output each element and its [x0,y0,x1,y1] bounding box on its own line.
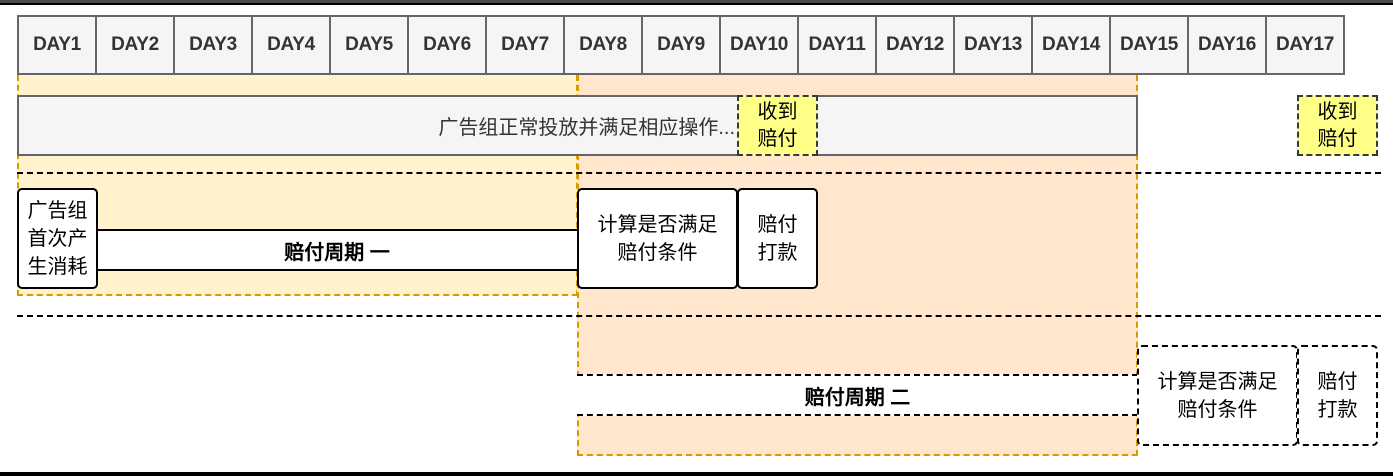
day-header-row: DAY1 DAY2 DAY3 DAY4 DAY5 DAY6 DAY7 DAY8 … [17,15,1377,75]
box-line: 计算是否满足 [597,213,718,236]
day-header-cell: DAY11 [797,15,877,75]
day-header-cell: DAY9 [641,15,721,75]
box-line: 赔付条件 [617,241,698,264]
window-top-bar [0,0,1393,3]
payment-received-note: 收到 赔付 [737,95,818,156]
cycle-two-bar: 赔付周期 二 [577,374,1138,416]
note-line: 赔付 [1317,127,1358,150]
box-line: 赔付 [1317,370,1358,393]
day-header-cell: DAY8 [563,15,643,75]
day-header-cell: DAY15 [1109,15,1189,75]
box-line: 首次产 [27,227,88,250]
first-spend-box: 广告组 首次产 生消耗 [17,188,98,289]
day-header-cell: DAY6 [407,15,487,75]
day-header-cell: DAY10 [719,15,799,75]
day-header-cell: DAY17 [1265,15,1345,75]
day-header-cell: DAY1 [17,15,97,75]
cycle-one-bar: 赔付周期 一 [96,229,578,271]
cycle-two-calc-box: 计算是否满足 赔付条件 [1137,345,1298,446]
ad-delivery-label: 广告组正常投放并满足相应操作... [438,117,735,139]
box-line: 打款 [757,241,798,264]
note-line: 收到 [1317,100,1358,123]
day-header-cell: DAY12 [875,15,955,75]
day-header-cell: DAY3 [173,15,253,75]
day-header-cell: DAY13 [953,15,1033,75]
box-line: 打款 [1317,398,1358,421]
row-separator [17,172,1381,174]
box-line: 赔付条件 [1177,398,1258,421]
box-line: 计算是否满足 [1157,370,1278,393]
cycle-one-calc-box: 计算是否满足 赔付条件 [577,188,738,289]
box-line: 赔付 [757,213,798,236]
day-header-cell: DAY5 [329,15,409,75]
window-bottom-border [0,472,1393,476]
note-line: 收到 [757,100,798,123]
row-separator [17,315,1381,317]
box-line: 广告组 [27,199,88,222]
cycle-one-label: 赔付周期 一 [284,241,390,264]
day-header-cell: DAY14 [1031,15,1111,75]
ad-delivery-bar [17,95,1138,156]
note-line: 赔付 [757,127,798,150]
cycle-two-pay-box: 赔付 打款 [1297,345,1378,446]
payment-received-note: 收到 赔付 [1297,95,1378,156]
window-top-border [0,3,1393,5]
day-header-cell: DAY7 [485,15,565,75]
cycle-two-label: 赔付周期 二 [804,386,911,409]
box-line: 生消耗 [27,255,88,278]
day-header-cell: DAY16 [1187,15,1267,75]
cycle-one-pay-box: 赔付 打款 [737,188,818,289]
day-header-cell: DAY4 [251,15,331,75]
day-header-cell: DAY2 [95,15,175,75]
